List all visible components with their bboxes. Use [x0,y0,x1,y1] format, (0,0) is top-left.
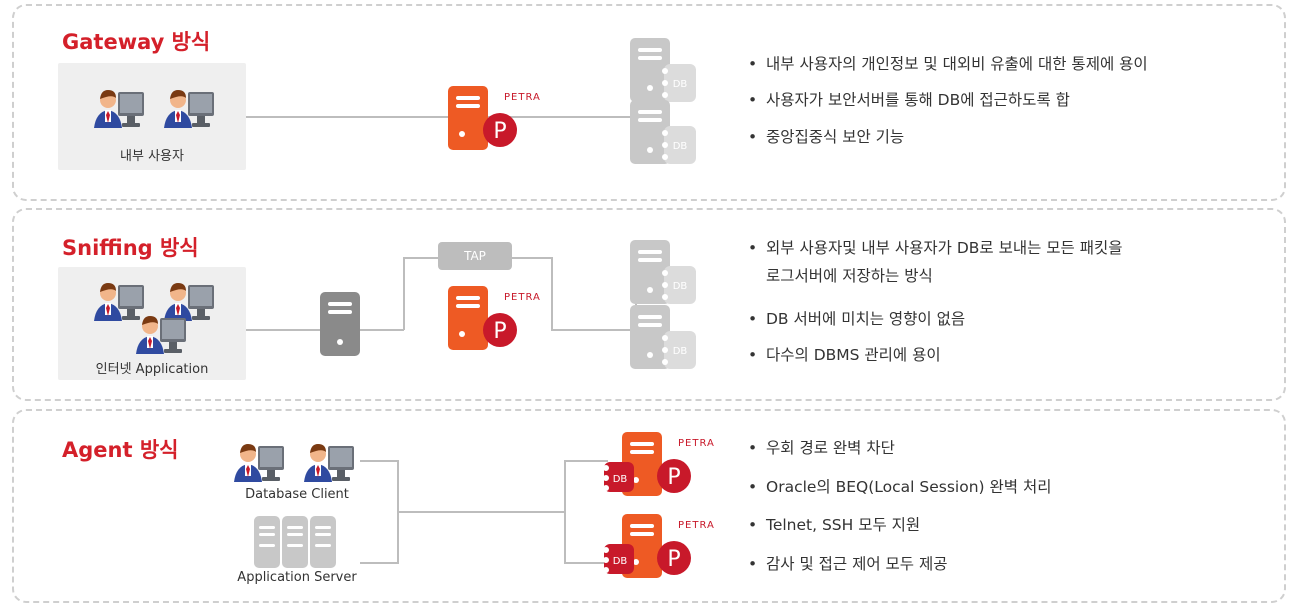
internet-app-label: 인터넷 Application [95,362,209,377]
petra-server-icon: P PETRA [448,286,548,356]
svg-text:DB: DB [613,556,628,567]
svg-text:P: P [493,119,506,144]
svg-text:P: P [493,319,506,344]
svg-text:PETRA: PETRA [678,438,715,449]
bullet-mark: • [748,55,758,73]
bullet-text: Oracle의 BEQ(Local Session) 완벽 처리 [766,478,1052,496]
user-icon [232,436,290,488]
petra-db-agent-icon: DB P PETRA [603,514,716,584]
petra-server-icon: P PETRA [448,86,548,156]
application-server-label: Application Server [237,570,357,585]
user-icon [134,308,192,360]
svg-text:DB: DB [613,474,628,485]
database-client-label: Database Client [245,487,349,502]
bullet-mark: • [748,346,758,364]
bullet-item: • 다수의 DBMS 관리에 용이 [748,343,941,367]
gateway-panel [12,4,1286,201]
internal-user-box [58,63,246,170]
svg-text:PETRA: PETRA [504,92,541,103]
petra-db-agent-icon: DB P PETRA [603,432,716,502]
user-icon [92,275,150,327]
user-icon [302,436,360,488]
bullet-item: • 중앙집중식 보안 기능 [748,125,904,149]
agent-panel [12,409,1286,603]
bullet-mark: • [748,516,758,534]
bullet-mark: • [748,239,758,257]
bullet-text: 내부 사용자의 개인정보 및 대외비 유출에 대한 통제에 용이 [766,55,1148,73]
db-server-icon: DB [630,240,700,310]
svg-text:P: P [667,547,680,572]
bullet-mark: • [748,91,758,109]
bullet-item: • 외부 사용자및 내부 사용자가 DB로 보내는 모든 패킷을 [748,236,1123,260]
bullet-mark: • [748,310,758,328]
bullet-text: DB 서버에 미치는 영향이 없음 [766,310,966,328]
bullet-mark: • [748,128,758,146]
bullet-text: 감사 및 접근 제어 모두 제공 [766,555,948,573]
sniffing-title: Sniffing 방식 [62,236,199,260]
app-server-icon [254,516,340,572]
db-server-icon: DB [630,305,700,375]
bullet-item: • 감사 및 접근 제어 모두 제공 [748,552,948,576]
svg-text:DB: DB [673,79,688,90]
server-icon [320,292,360,360]
bullet-text: 중앙집중식 보안 기능 [766,128,905,146]
bullet-text: 외부 사용자및 내부 사용자가 DB로 보내는 모든 패킷을 [766,239,1123,257]
svg-text:PETRA: PETRA [504,292,541,303]
bullet-item: • Telnet, SSH 모두 지원 [748,513,920,537]
bullet-text: 사용자가 보안서버를 통해 DB에 접근하도록 합 [766,91,1070,109]
bullet-item: • 우회 경로 완벽 차단 [748,436,895,460]
bullet-mark: • [748,439,758,457]
svg-text:DB: DB [673,141,688,152]
gateway-title: Gateway 방식 [62,30,211,54]
user-icon [162,275,220,327]
svg-text:PETRA: PETRA [678,520,715,531]
bullet-item: • 내부 사용자의 개인정보 및 대외비 유출에 대한 통제에 용이 [748,52,1148,76]
bullet-mark: • [748,478,758,496]
sniffing-panel [12,208,1286,401]
svg-text:DB: DB [673,346,688,357]
tap-box: TAP [438,242,512,270]
db-server-icon: DB [630,38,700,108]
user-icon [162,82,220,134]
svg-text:P: P [667,465,680,490]
svg-text:DB: DB [673,281,688,292]
bullet-item: • DB 서버에 미치는 영향이 없음 [748,307,965,331]
bullet-item: • Oracle의 BEQ(Local Session) 완벽 처리 [748,475,1051,499]
db-server-icon: DB [630,100,700,170]
bullet-text: 로그서버에 저장하는 방식 [766,267,933,285]
bullet-item: 로그서버에 저장하는 방식 [748,264,933,288]
bullet-text: Telnet, SSH 모두 지원 [766,516,921,534]
agent-title: Agent 방식 [62,438,179,462]
bullet-mark: • [748,555,758,573]
bullet-text: 우회 경로 완벽 차단 [766,439,895,457]
user-icon [92,82,150,134]
internal-user-label: 내부 사용자 [120,149,184,164]
bullet-item: • 사용자가 보안서버를 통해 DB에 접근하도록 합 [748,88,1070,112]
bullet-text: 다수의 DBMS 관리에 용이 [766,346,941,364]
